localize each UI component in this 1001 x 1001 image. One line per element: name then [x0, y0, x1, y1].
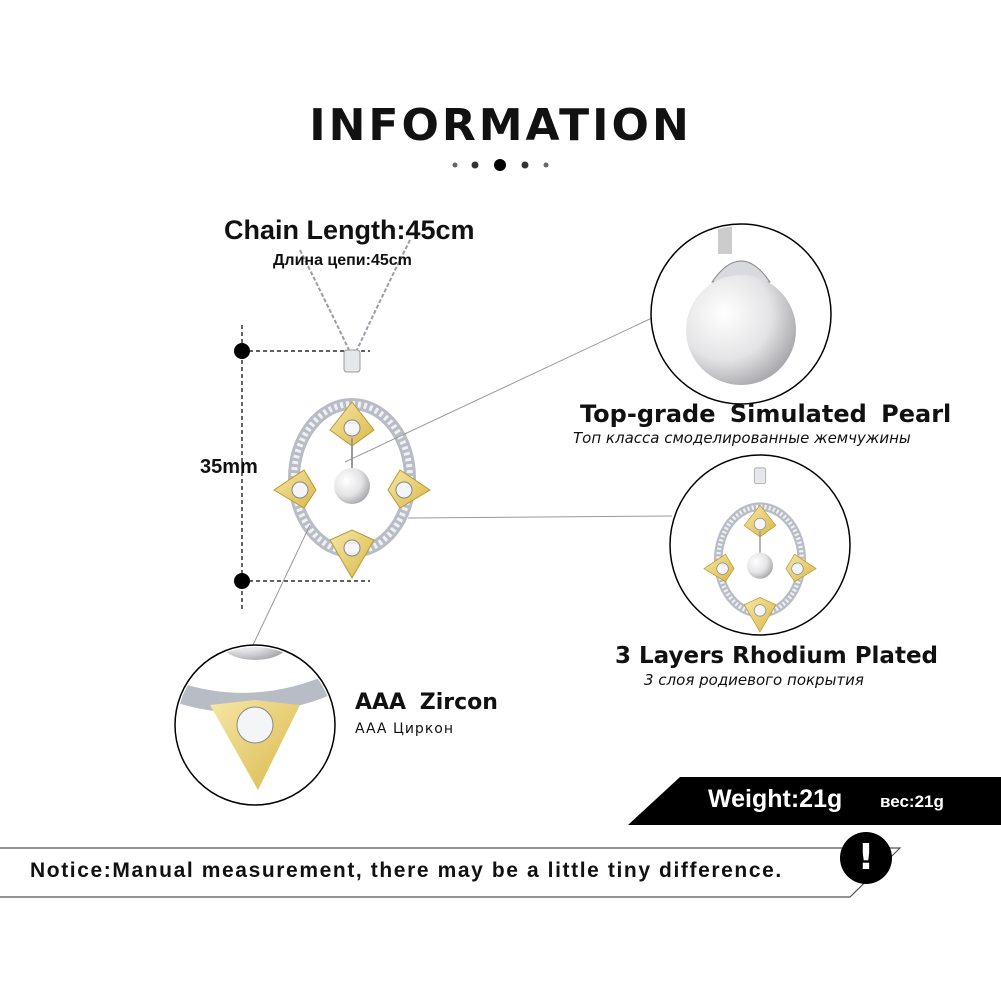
chain-length-label: Chain Length:45cm [224, 215, 475, 245]
feature-zircon-title: AAA Zircon [355, 690, 498, 715]
notice-text: Notice:Manual measurement, there may be … [30, 859, 783, 882]
weight-label-ru: вес:21g [880, 792, 944, 811]
pendant-closeup [669, 454, 851, 636]
feature-pearl-subtitle: Топ класса смоделированные жемчужины [573, 429, 911, 447]
feature-rhodium-subtitle: 3 слоя родиевого покрытия [644, 671, 864, 689]
chain-length-label-ru: Длина цепи:45cm [273, 252, 412, 269]
pendant-image [274, 350, 430, 578]
exclamation-icon: ! [840, 832, 892, 884]
pendant-size-label: 35mm [200, 456, 258, 478]
feature-rhodium-title: 3 Layers Rhodium Plated [615, 643, 939, 669]
weight-banner [628, 777, 1001, 825]
weight-label: Weight:21g [708, 785, 843, 813]
feature-pearl-title: Top-grade Simulated Pearl [580, 400, 952, 428]
feature-zircon-subtitle: AAA Циркон [355, 721, 454, 737]
title-dots-icon [452, 159, 549, 171]
chain [299, 239, 411, 353]
zircon-closeup [174, 644, 336, 806]
pearl-closeup [650, 223, 832, 405]
page-title: INFORMATION [309, 100, 692, 151]
